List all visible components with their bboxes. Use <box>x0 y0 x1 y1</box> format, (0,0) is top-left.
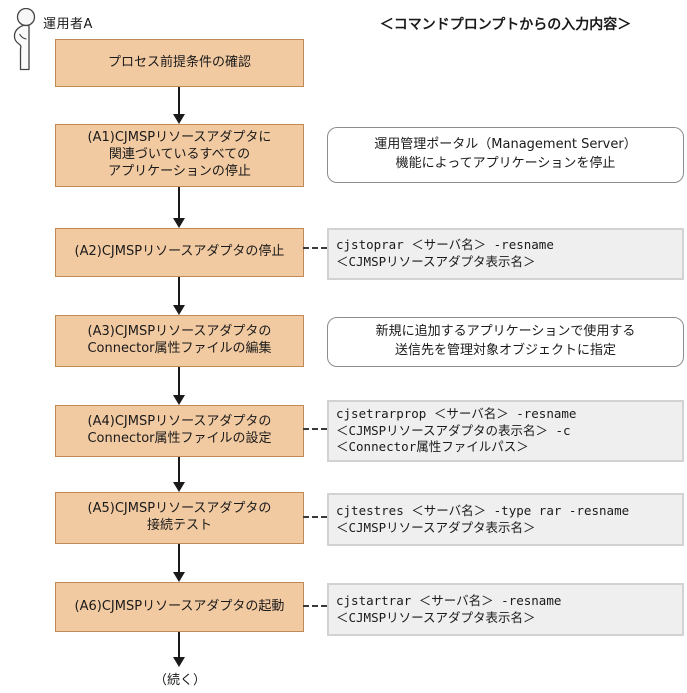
flow-arrow-down-icon <box>172 87 186 124</box>
flow-arrow-down-icon <box>172 544 186 582</box>
operator-label: 運用者A <box>43 17 93 32</box>
flow-arrow-down-icon <box>172 277 186 315</box>
flow-arrow-down-icon <box>172 367 186 405</box>
command-input-header: ＜コマンドプロンプトからの入力内容＞ <box>379 17 632 33</box>
step-a3-edit-connector-property: (A3)CJMSPリソースアダプタの Connector属性ファイルの編集 <box>55 315 304 367</box>
flow-arrow-down-icon <box>172 632 186 667</box>
step-precondition-check: プロセス前提条件の確認 <box>55 39 304 87</box>
dashed-connector <box>303 428 327 430</box>
command-cjtestres: cjtestres ＜サーバ名＞ -type rar -resname ＜CJM… <box>327 493 684 546</box>
dashed-connector <box>303 247 327 249</box>
dashed-connector <box>303 516 327 518</box>
step-a1-stop-applications: (A1)CJMSPリソースアダプタに 関連づいているすべての アプリケーションの… <box>55 124 304 187</box>
operator-icon <box>13 8 36 71</box>
command-cjstoprar: cjstoprar ＜サーバ名＞ -resname ＜CJMSPリソースアダプタ… <box>327 228 684 280</box>
step-a2-stop-resource-adapter: (A2)CJMSPリソースアダプタの停止 <box>55 228 304 277</box>
step-a5-connection-test: (A5)CJMSPリソースアダプタの 接続テスト <box>55 492 304 544</box>
note-management-portal-stop: 運用管理ポータル（Management Server） 機能によってアプリケーシ… <box>327 127 684 183</box>
continuation-label: （続く） <box>153 673 206 688</box>
flow-arrow-down-icon <box>172 457 186 492</box>
step-a6-start-resource-adapter: (A6)CJMSPリソースアダプタの起動 <box>55 582 304 632</box>
step-a4-set-connector-property: (A4)CJMSPリソースアダプタの Connector属性ファイルの設定 <box>55 405 304 457</box>
note-destination-spec: 新規に追加するアプリケーションで使用する 送信先を管理対象オブジェクトに指定 <box>327 317 684 367</box>
command-cjstartrar: cjstartrar ＜サーバ名＞ -resname ＜CJMSPリソースアダプ… <box>327 583 684 636</box>
flow-arrow-down-icon <box>172 187 186 228</box>
command-cjsetrarprop: cjsetrarprop ＜サーバ名＞ -resname ＜CJMSPリソースア… <box>327 400 684 462</box>
dashed-connector <box>303 605 327 607</box>
